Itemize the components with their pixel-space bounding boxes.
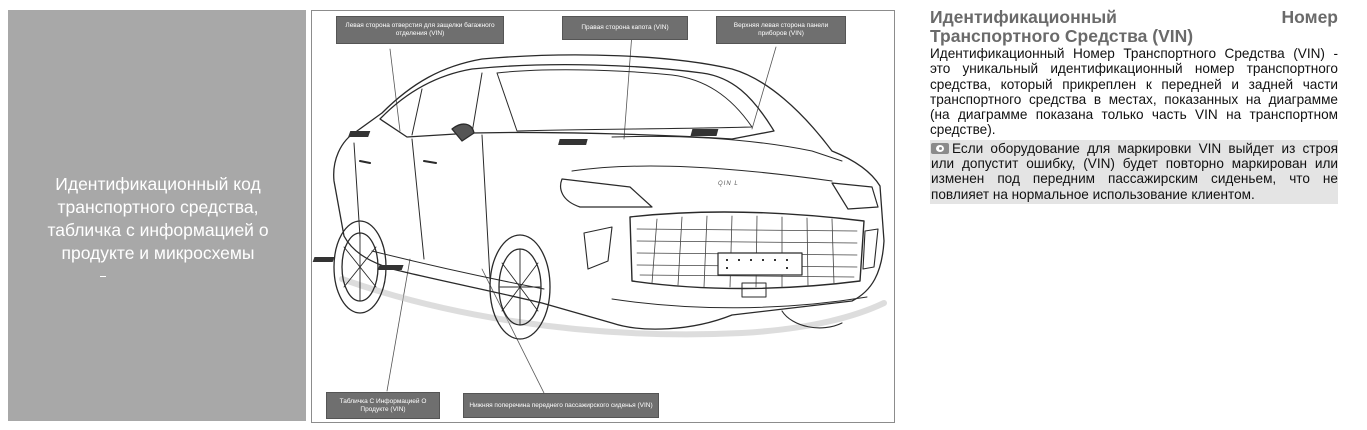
callout-seat-crossmember-label: Нижняя поперечина переднего пассажирског… xyxy=(469,401,653,409)
car-line-drawing xyxy=(312,32,887,396)
callout-trunk-latch-label: Левая сторона отверстия для защелки бага… xyxy=(345,22,495,37)
vin-heading-line2: Транспортного Средства (VIN) xyxy=(930,26,1194,46)
vin-body-text: Идентификационный Номер Транспортного Ср… xyxy=(930,46,1338,138)
left-caption-panel: Идентификационный код транспортного сред… xyxy=(8,10,306,421)
hood-badge-text: QIN L xyxy=(718,181,739,187)
caption-text: Идентификационный код транспортного сред… xyxy=(47,174,269,263)
callout-leader-lines xyxy=(386,32,777,396)
decorative-tick xyxy=(100,276,106,277)
eye-icon xyxy=(931,142,949,154)
callout-seat-crossmember: Нижняя поперечина переднего пассажирског… xyxy=(463,393,659,418)
callout-product-plate: Табличка С Информацией О Продукте (VIN) xyxy=(326,392,440,419)
callout-hood-right: Правая сторона капота (VIN) xyxy=(562,16,688,40)
callout-product-plate-label: Табличка С Информацией О Продукте (VIN) xyxy=(339,397,427,413)
callout-dash-top-left-label: Верхняя левая сторона панели приборов (V… xyxy=(733,22,829,37)
vin-description-column: Идентификационный Номер Транспортного Ср… xyxy=(930,8,1338,204)
callout-dash-top-left: Верхняя левая сторона панели приборов (V… xyxy=(716,16,846,44)
heading-word-left: Идентификационный xyxy=(930,7,1117,27)
vin-location-diagram: QIN L Левая сторона отверстия для защелк… xyxy=(311,10,895,423)
heading-word-right: Номер xyxy=(1281,7,1338,27)
vin-heading-line1: Идентификационный Номер xyxy=(930,8,1338,27)
note-box: Если оборудование для маркировки VIN вый… xyxy=(930,139,1338,204)
note-text: Если оборудование для маркировки VIN вый… xyxy=(931,140,1338,202)
callout-hood-right-label: Правая сторона капота (VIN) xyxy=(581,24,669,31)
callout-trunk-latch: Левая сторона отверстия для защелки бага… xyxy=(336,16,504,44)
